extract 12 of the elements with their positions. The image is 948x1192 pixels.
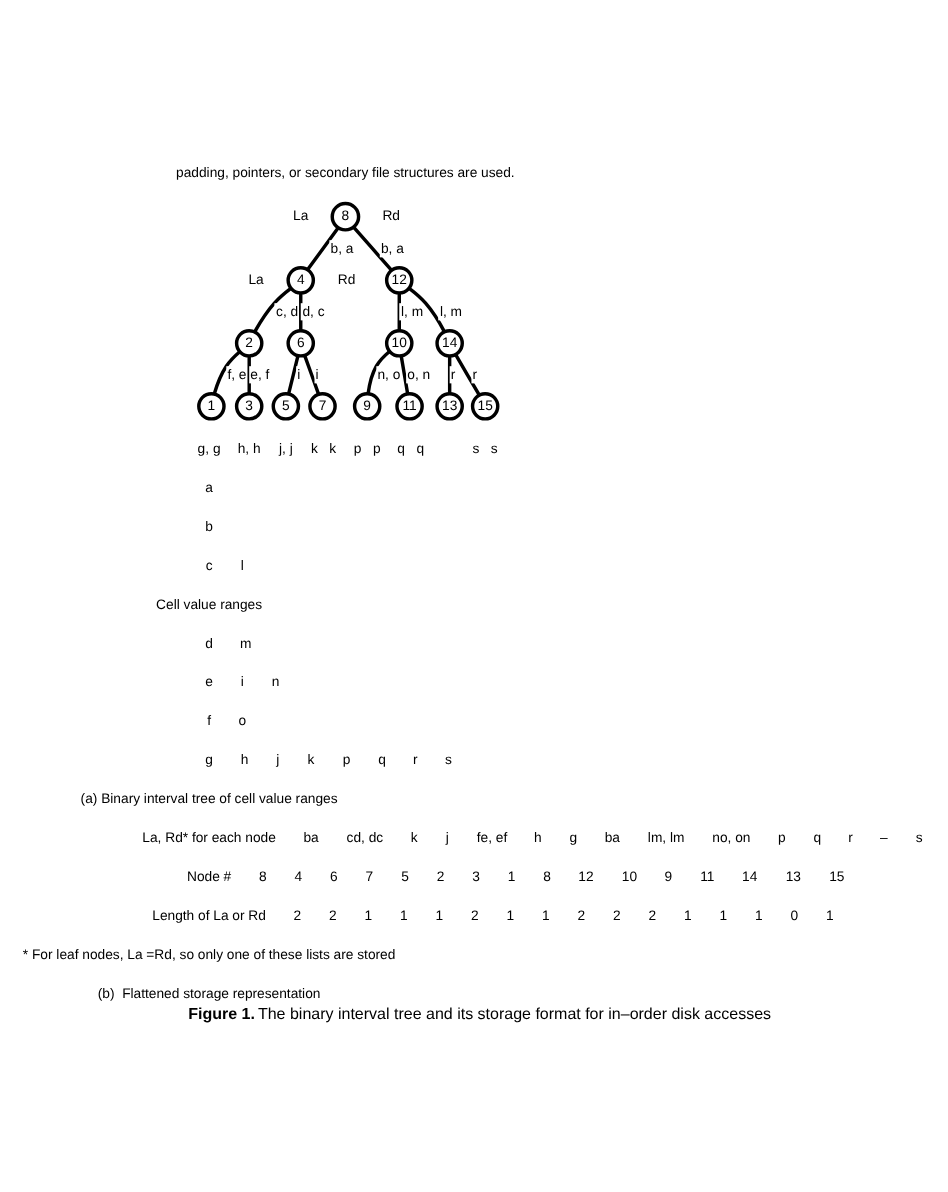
connector: [299, 292, 303, 330]
connector: [352, 225, 393, 271]
connector: [447, 355, 452, 393]
connector: [397, 292, 401, 330]
connector: [366, 349, 391, 393]
connector: [247, 355, 251, 393]
connector: [253, 286, 292, 332]
connector: [408, 286, 446, 332]
connector: [286, 354, 300, 394]
connector: [212, 349, 241, 394]
connector: [306, 225, 340, 270]
connector: [399, 354, 410, 393]
